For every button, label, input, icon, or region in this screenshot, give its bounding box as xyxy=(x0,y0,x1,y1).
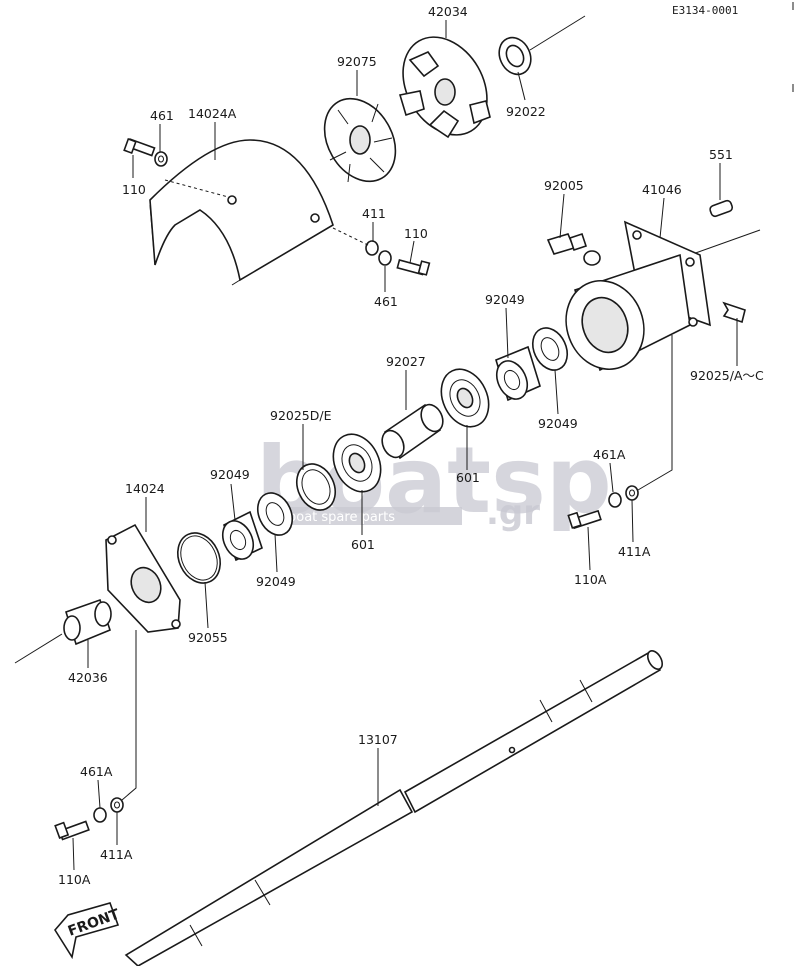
callout-42034: 42034 xyxy=(428,4,468,19)
part-551-pin xyxy=(709,199,734,218)
callout-411A-left: 411A xyxy=(100,847,133,862)
part-110-bolt-mid xyxy=(396,259,431,276)
callout-110A-right: 110A xyxy=(574,572,607,587)
watermark-tagline: boat spare parts xyxy=(288,510,395,525)
callout-461A-left: 461A xyxy=(80,764,113,779)
callout-601-b: 601 xyxy=(351,537,375,552)
part-461A-washer-right xyxy=(608,492,622,508)
part-110A-bolt-right xyxy=(567,509,602,530)
part-92049-seal-d xyxy=(221,510,263,562)
callout-92075: 92075 xyxy=(337,54,377,69)
part-601-bearing-b xyxy=(332,433,382,493)
part-411-washer-mid xyxy=(365,240,379,256)
callout-labels: 42034 92075 92022 461 14024A 110 411 110… xyxy=(58,4,764,887)
part-92027-collar xyxy=(381,403,444,460)
diagram-code: E3134-0001 xyxy=(672,4,738,17)
callout-601-a: 601 xyxy=(456,470,480,485)
leader-cover-to-washer xyxy=(332,227,371,247)
part-461A-washer-left xyxy=(93,807,107,823)
callout-13107: 13107 xyxy=(358,732,398,747)
callout-14024A: 14024A xyxy=(188,106,237,121)
part-411A-washer-right xyxy=(625,485,639,501)
part-411A-washer-left xyxy=(110,797,124,813)
callout-110-top: 110 xyxy=(122,182,146,197)
callout-461A-right: 461A xyxy=(593,447,626,462)
watermark-tld: .gr xyxy=(486,493,540,533)
callout-42036: 42036 xyxy=(68,670,108,685)
part-92075-damper xyxy=(323,97,397,183)
part-42036-bushing xyxy=(63,598,112,646)
callout-92025AC: 92025/A～C xyxy=(690,368,764,383)
part-92049-seal-c xyxy=(256,492,294,536)
callout-14024: 14024 xyxy=(125,481,165,496)
part-13107-drive-shaft xyxy=(124,650,664,966)
part-92055-oring xyxy=(177,532,221,584)
callout-92027: 92027 xyxy=(386,354,426,369)
callout-461-mid: 461 xyxy=(374,294,398,309)
leader-left-fasteners xyxy=(121,630,137,801)
part-92049-seal-a xyxy=(531,327,569,371)
part-41046-housing xyxy=(565,220,711,372)
part-92025AC-clip xyxy=(722,301,746,324)
callout-551: 551 xyxy=(709,147,733,162)
callout-92025DE: 92025D/E xyxy=(270,408,332,423)
callout-411: 411 xyxy=(362,206,386,221)
callout-92049-a: 92049 xyxy=(485,292,525,307)
part-92022-washer xyxy=(498,36,532,76)
callout-110A-left: 110A xyxy=(58,872,91,887)
part-14024-bearing-cap xyxy=(105,523,181,633)
callout-110-mid: 110 xyxy=(404,226,428,241)
part-461-washer-mid xyxy=(378,250,392,266)
part-92025DE-ring xyxy=(295,463,337,511)
callout-92049-b: 92049 xyxy=(538,416,578,431)
callout-92055: 92055 xyxy=(188,630,228,645)
callout-92049-d: 92049 xyxy=(256,574,296,589)
front-direction-arrow: FRONT xyxy=(54,902,122,960)
callout-41046: 41046 xyxy=(642,182,682,197)
callout-leaders xyxy=(72,20,738,871)
part-110-bolt-top xyxy=(123,137,156,157)
axis-arrow-top xyxy=(529,15,586,51)
part-14024A-cover xyxy=(149,139,334,286)
axis-arrow-right xyxy=(689,229,761,256)
part-601-bearing-a xyxy=(440,368,490,428)
callout-411A-right: 411A xyxy=(618,544,651,559)
part-92005-fitting xyxy=(546,232,601,266)
part-110A-bolt-left xyxy=(54,820,90,841)
callout-92049-c: 92049 xyxy=(210,467,250,482)
part-461-washer-top xyxy=(154,151,168,167)
callout-461-top: 461 xyxy=(150,108,174,123)
part-42034-coupler xyxy=(398,36,491,139)
part-92049-seal-b xyxy=(495,345,541,402)
leader-right-fasteners xyxy=(637,335,673,491)
callout-92005: 92005 xyxy=(544,178,584,193)
axis-arrow-left xyxy=(14,633,63,664)
callout-92022: 92022 xyxy=(506,104,546,119)
